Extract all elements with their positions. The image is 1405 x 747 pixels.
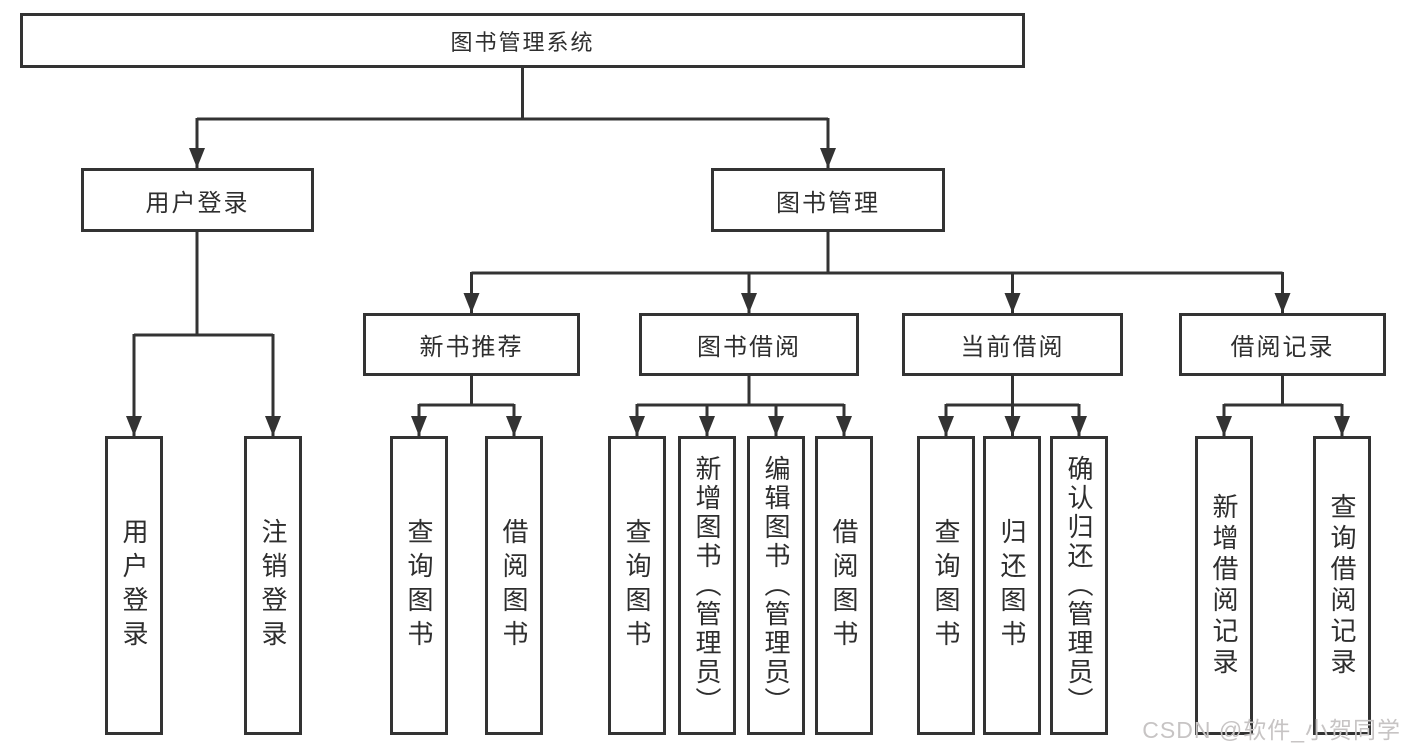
leaf-borrow-query-book: 查询图书 bbox=[608, 436, 666, 735]
node-root-system: 图书管理系统 bbox=[20, 13, 1025, 68]
leaf-current-confirm-return-admin: 确认归还（管理员） bbox=[1050, 436, 1108, 735]
connector-rails bbox=[134, 68, 1342, 407]
leaf-current-query-book: 查询图书 bbox=[917, 436, 975, 735]
node-new-book-recommend: 新书推荐 bbox=[363, 313, 580, 376]
leaf-recommend-borrow-book: 借阅图书 bbox=[485, 436, 543, 735]
leaf-records-query-record: 查询借阅记录 bbox=[1313, 436, 1371, 735]
node-current-borrow: 当前借阅 bbox=[902, 313, 1123, 376]
leaf-logout: 注销登录 bbox=[244, 436, 302, 735]
leaf-borrow-edit-book-admin: 编辑图书（管理员） bbox=[747, 436, 805, 735]
leaf-user-login: 用户登录 bbox=[105, 436, 163, 735]
leaf-borrow-borrow-book: 借阅图书 bbox=[815, 436, 873, 735]
node-user-login: 用户登录 bbox=[81, 168, 314, 232]
leaf-current-return-book: 归还图书 bbox=[983, 436, 1041, 735]
leaf-recommend-query-book: 查询图书 bbox=[390, 436, 448, 735]
node-borrow-records: 借阅记录 bbox=[1179, 313, 1386, 376]
leaf-borrow-add-book-admin: 新增图书（管理员） bbox=[678, 436, 736, 735]
node-book-management: 图书管理 bbox=[711, 168, 945, 232]
node-book-borrow: 图书借阅 bbox=[639, 313, 859, 376]
watermark: CSDN @软件_小贺同学 bbox=[1142, 717, 1401, 743]
leaf-records-add-record: 新增借阅记录 bbox=[1195, 436, 1253, 735]
